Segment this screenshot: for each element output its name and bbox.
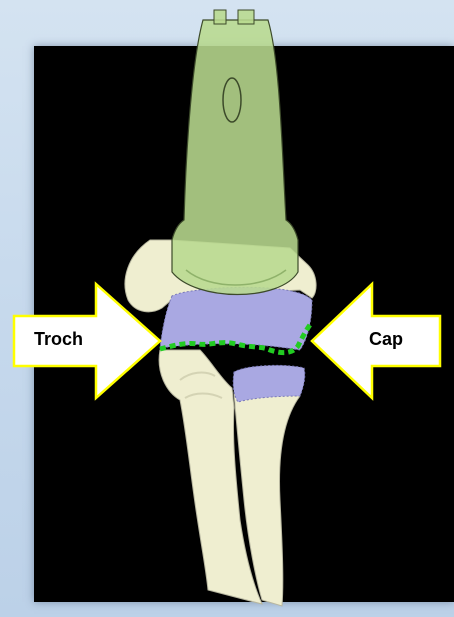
ultrasound-probe-body	[172, 20, 298, 295]
troch-label: Troch	[34, 330, 83, 348]
cap-label: Cap	[369, 330, 403, 348]
articular-cartilage	[160, 287, 312, 350]
